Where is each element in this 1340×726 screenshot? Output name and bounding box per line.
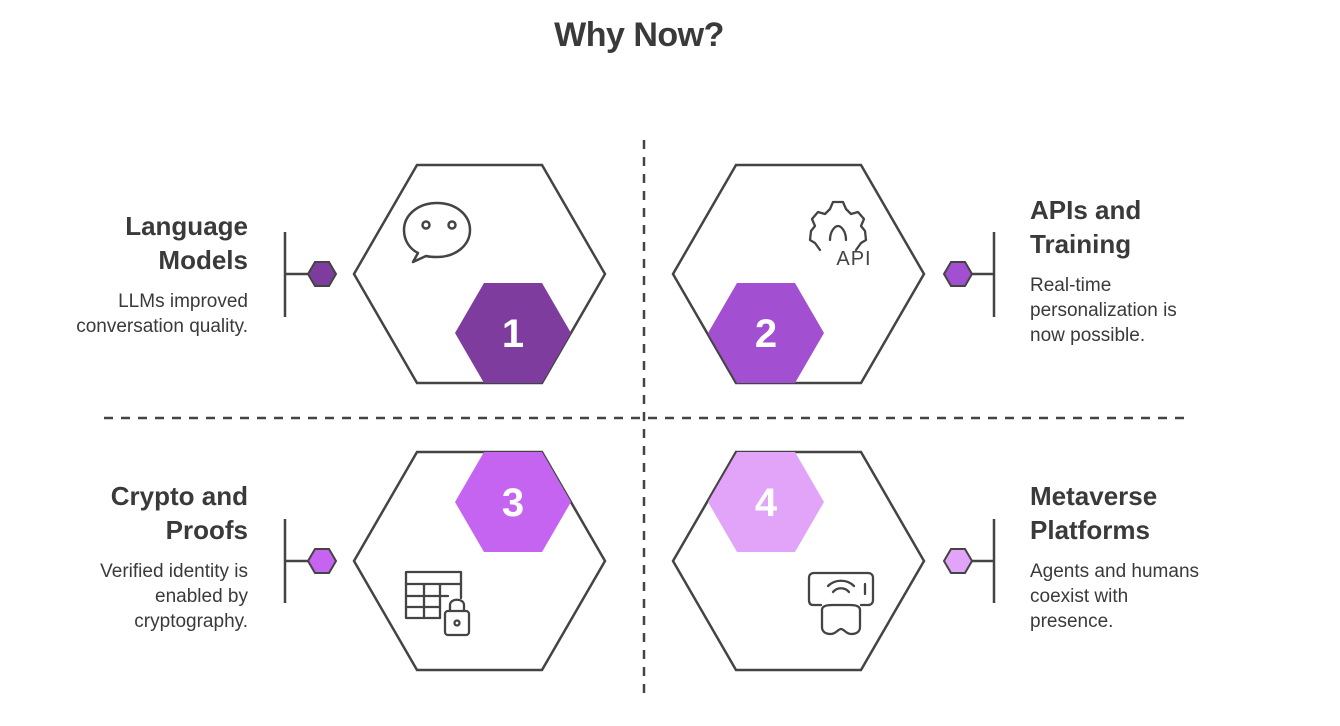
quadrant-4: 4 — [671, 450, 996, 672]
heading-line: Platforms — [1030, 515, 1150, 545]
description-line: coexist with — [1030, 586, 1129, 607]
connector-4 — [942, 519, 996, 603]
connector-2 — [942, 232, 996, 317]
description-line: presence. — [1030, 611, 1114, 632]
connector-hexagon-2 — [942, 261, 974, 287]
heading-line: Proofs — [165, 515, 248, 545]
description-line: Agents and humans — [1030, 561, 1200, 582]
heading-line: Metaverse — [1030, 481, 1158, 511]
description-line: enabled by — [155, 586, 248, 607]
chat-bubble-icon — [402, 201, 472, 264]
description-line: cryptography. — [134, 611, 248, 632]
large-hexagon-4 — [671, 450, 926, 672]
number-hexagon-4 — [708, 452, 824, 552]
heading-line: Language — [125, 211, 248, 241]
number-hexagon-3 — [455, 452, 571, 552]
large-hexagon-1 — [352, 163, 607, 385]
item-description-2: Real-time personalization is now possible. — [1030, 273, 1270, 348]
number-label-3: 3 — [502, 481, 524, 525]
item-description-3: Verified identity is enabled by cryptograp… — [8, 559, 248, 634]
quadrant-2: 2 API — [671, 163, 996, 385]
large-hexagon-3 — [352, 450, 607, 672]
quadrant-1: 1 — [283, 163, 607, 385]
connector-3 — [283, 519, 338, 603]
description-line: conversation quality. — [76, 316, 248, 337]
description-line: Real-time — [1030, 275, 1112, 296]
api-gear-icon: API — [808, 200, 871, 270]
quadrant-3: 3 — [283, 450, 607, 672]
description-line: personalization is — [1030, 300, 1177, 321]
connector-1 — [283, 232, 338, 317]
heading-line: Training — [1030, 229, 1132, 259]
number-hexagon-1 — [455, 283, 571, 383]
number-label-1: 1 — [502, 312, 524, 356]
item-description-1: LLMs improved conversation quality. — [8, 289, 248, 339]
locked-table-icon — [404, 570, 471, 637]
svg-text:API: API — [836, 248, 871, 270]
number-hexagon-2 — [708, 283, 824, 383]
connector-hexagon-3 — [306, 548, 338, 574]
item-description-4: Agents and humans coexist with presence. — [1030, 559, 1270, 634]
description-line: LLMs improved — [118, 291, 248, 312]
large-hexagon-2 — [671, 163, 926, 385]
heading-line: Crypto and — [110, 481, 248, 511]
description-line: now possible. — [1030, 325, 1146, 346]
heading-line: Models — [158, 245, 248, 275]
connector-hexagon-1 — [306, 261, 338, 287]
heading-line: APIs and — [1030, 195, 1142, 225]
number-label-4: 4 — [755, 481, 778, 525]
description-line: Verified identity is — [100, 561, 248, 582]
connector-hexagon-4 — [942, 548, 974, 574]
number-label-2: 2 — [755, 312, 777, 356]
vr-headset-icon — [807, 571, 875, 636]
page-title: Why Now? — [554, 16, 724, 54]
